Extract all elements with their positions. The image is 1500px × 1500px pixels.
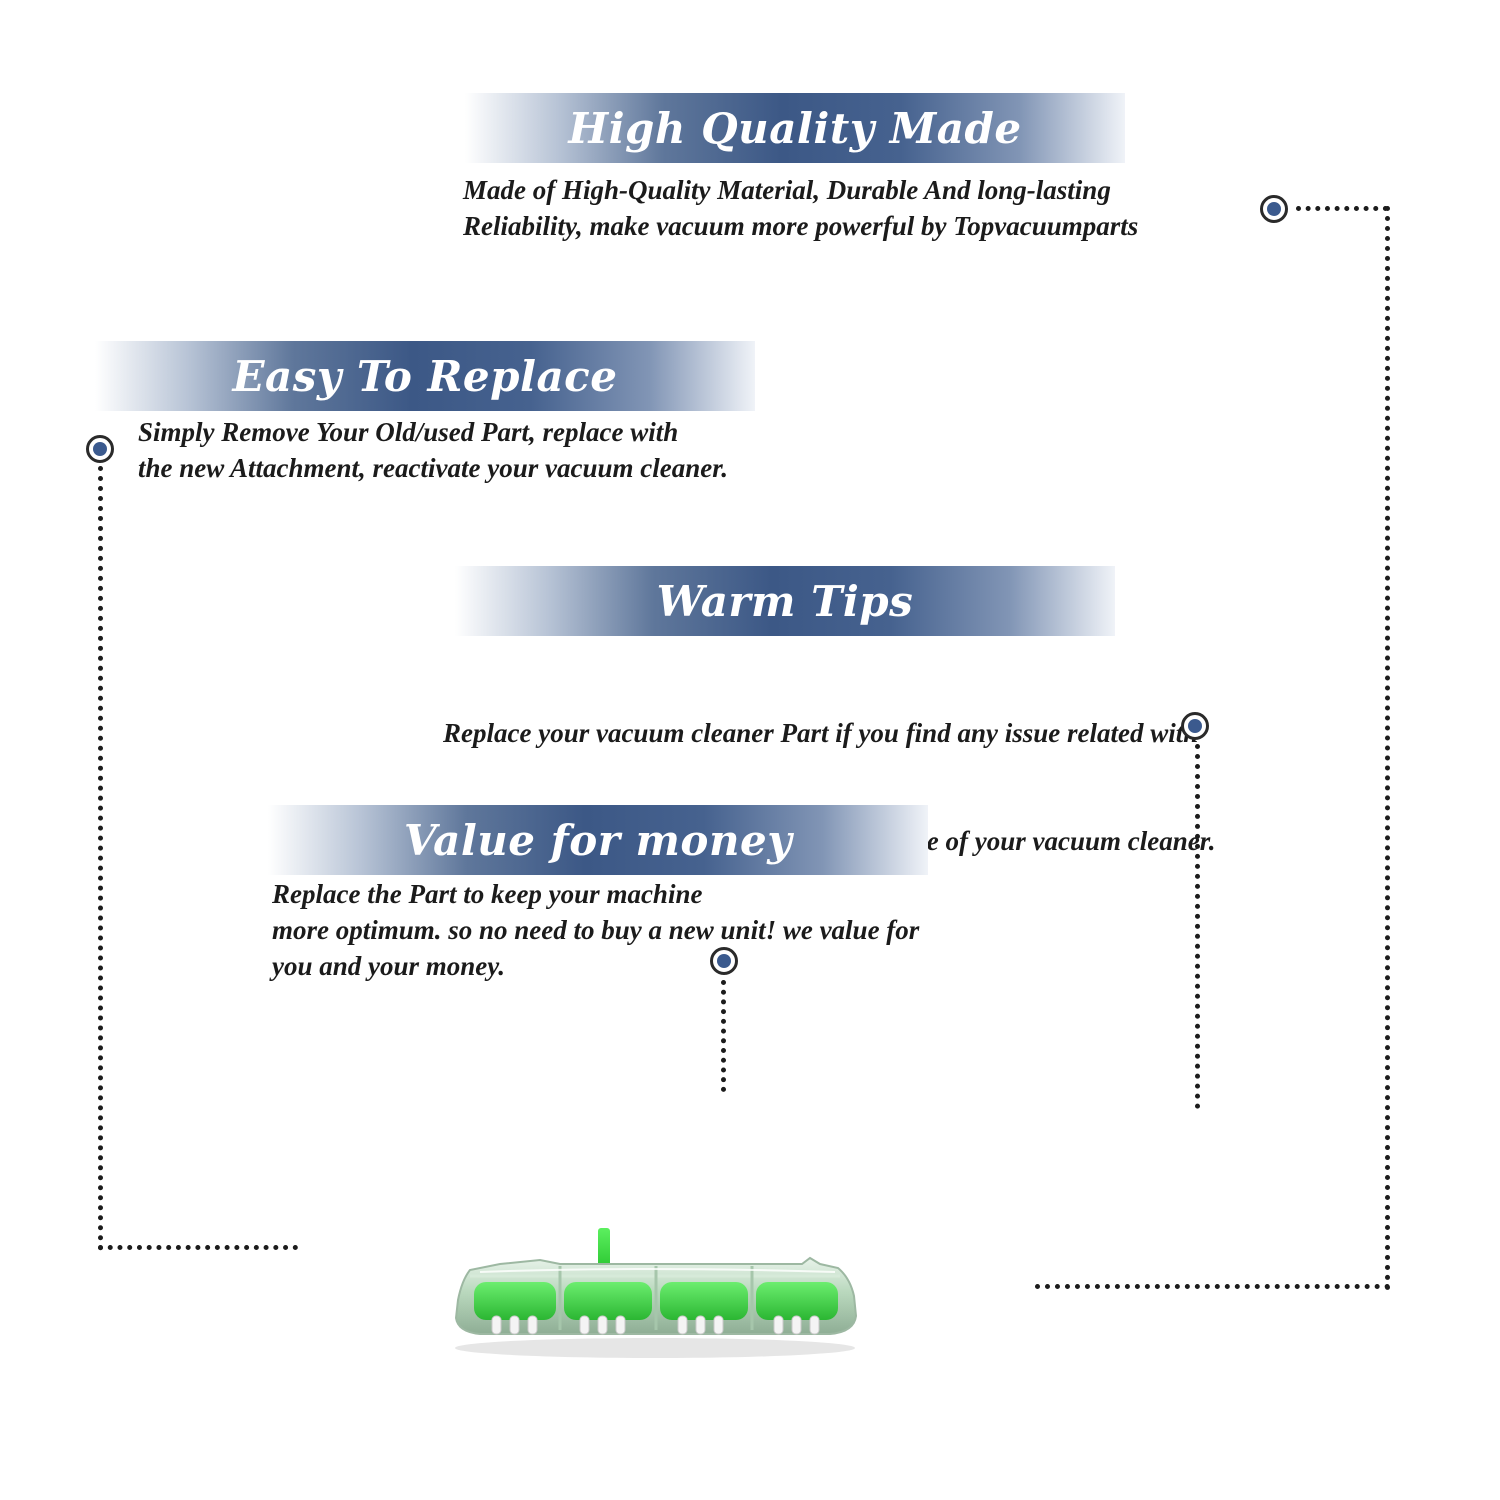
feature-title: Warm Tips bbox=[656, 576, 914, 626]
connector-line bbox=[98, 1245, 298, 1255]
connector-line bbox=[1296, 206, 1388, 216]
feature-description: Made of High-Quality Material, Durable A… bbox=[463, 172, 1138, 244]
feature-title: Value for money bbox=[403, 815, 793, 865]
feature-description: Replace the Part to keep your machine mo… bbox=[272, 876, 919, 984]
banner-value-money: Value for money bbox=[268, 805, 928, 875]
target-marker-icon bbox=[710, 947, 738, 975]
marker-dot bbox=[93, 442, 107, 456]
target-marker-icon bbox=[1260, 195, 1288, 223]
feature-description-line: Reliability, make vacuum more powerful b… bbox=[463, 211, 1139, 241]
feature-description-line: Replace your vacuum cleaner Part if you … bbox=[443, 718, 1199, 748]
feature-description-line: Simply Remove Your Old/used Part, replac… bbox=[138, 417, 679, 447]
brush-roll-attachment-image bbox=[454, 1228, 858, 1358]
connector-line bbox=[721, 980, 731, 1092]
connector-line bbox=[1195, 744, 1205, 1109]
feature-description-line: Replace the Part to keep your machine bbox=[272, 879, 703, 909]
target-marker-icon bbox=[86, 435, 114, 463]
marker-dot bbox=[1267, 202, 1281, 216]
marker-dot bbox=[1188, 719, 1202, 733]
feature-description-line: more optimum. so no need to buy a new un… bbox=[272, 915, 920, 945]
feature-description: Simply Remove Your Old/used Part, replac… bbox=[138, 414, 728, 486]
feature-description-line: Made of High-Quality Material, Durable A… bbox=[463, 175, 1111, 205]
connector-line bbox=[1385, 206, 1395, 1291]
banner-warm-tips: Warm Tips bbox=[455, 566, 1115, 636]
banner-easy-replace: Easy To Replace bbox=[95, 341, 755, 411]
target-marker-icon bbox=[1181, 712, 1209, 740]
connector-line bbox=[98, 466, 108, 1251]
connector-line bbox=[1035, 1284, 1390, 1294]
feature-title: High Quality Made bbox=[568, 103, 1022, 153]
banner-high-quality: High Quality Made bbox=[465, 93, 1125, 163]
feature-description-line: the new Attachment, reactivate your vacu… bbox=[138, 453, 728, 483]
marker-dot bbox=[717, 954, 731, 968]
feature-description-line: you and your money. bbox=[272, 951, 506, 981]
feature-title: Easy To Replace bbox=[232, 351, 618, 401]
